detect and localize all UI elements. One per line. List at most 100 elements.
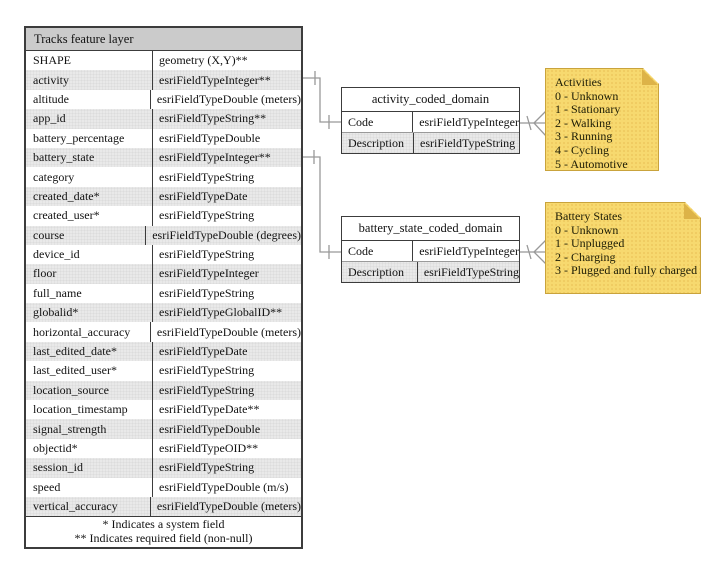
field-row: created_user* esriFieldTypeString bbox=[26, 206, 301, 226]
field-row: horizontal_accuracy esriFieldTypeDouble … bbox=[26, 322, 301, 342]
field-name-cell: altitude bbox=[33, 91, 69, 106]
note-item: 0 - Unknown bbox=[555, 222, 619, 237]
activities-note: Activities 0 - Unknown 1 - Stationary 2 … bbox=[545, 68, 659, 171]
field-name-cell: location_timestamp bbox=[33, 402, 128, 417]
note-item: 0 - Unknown bbox=[555, 88, 619, 103]
field-row: speed esriFieldTypeDouble (m/s) bbox=[26, 477, 301, 497]
note-item: 2 - Charging bbox=[555, 249, 616, 264]
domain-field-cell: Description bbox=[348, 264, 404, 279]
field-name-cell: battery_percentage bbox=[33, 130, 125, 145]
note-item: 3 - Running bbox=[555, 129, 613, 144]
domain-type-cell: esriFieldTypeString bbox=[413, 133, 519, 153]
field-type-cell: esriFieldTypeInteger bbox=[152, 264, 301, 284]
field-name-cell: vertical_accuracy bbox=[33, 499, 118, 514]
footnote: * Indicates a system field bbox=[102, 517, 225, 532]
domain-rows: Code esriFieldTypeInteger Description es… bbox=[342, 241, 519, 282]
battery-crowsfoot-icon bbox=[533, 239, 547, 265]
field-row: signal_strength esriFieldTypeDouble bbox=[26, 419, 301, 439]
field-row: course esriFieldTypeDouble (degrees) bbox=[26, 225, 301, 245]
field-row: objectid* esriFieldTypeOID** bbox=[26, 438, 301, 459]
field-row: altitude esriFieldTypeDouble (meters) bbox=[26, 89, 301, 110]
field-type-cell: esriFieldTypeString bbox=[152, 167, 301, 187]
field-name-cell: created_user* bbox=[33, 208, 100, 223]
battery-state-coded-domain-table: battery_state_coded_domain Code esriFiel… bbox=[341, 216, 520, 283]
field-name-cell: created_date* bbox=[33, 188, 100, 203]
field-type-cell: esriFieldTypeString bbox=[152, 244, 301, 265]
activity-coded-domain-table: activity_coded_domain Code esriFieldType… bbox=[341, 87, 520, 154]
domain-title: battery_state_coded_domain bbox=[342, 217, 519, 241]
domain-field-cell: Description bbox=[348, 135, 404, 150]
field-name-cell: location_source bbox=[33, 382, 109, 397]
note-title: Battery States bbox=[555, 209, 622, 223]
field-type-cell: esriFieldTypeDouble (meters) bbox=[149, 89, 301, 110]
tracks-feature-layer-table: Tracks feature layer SHAPE geometry (X,Y… bbox=[24, 26, 303, 550]
field-name-cell: course bbox=[33, 227, 65, 242]
field-name-cell: last_edited_date* bbox=[33, 344, 117, 359]
domain-type-cell: esriFieldTypeInteger bbox=[412, 112, 519, 132]
note-fold-icon bbox=[642, 69, 658, 85]
field-type-cell: esriFieldTypeDouble bbox=[152, 128, 301, 148]
field-type-cell: esriFieldTypeOID** bbox=[152, 438, 301, 459]
field-row: full_name esriFieldTypeString bbox=[26, 283, 301, 304]
field-type-cell: esriFieldTypeDouble (meters) bbox=[149, 322, 301, 342]
field-type-cell: esriFieldTypeInteger** bbox=[152, 70, 301, 90]
field-type-cell: esriFieldTypeGlobalID** bbox=[152, 303, 301, 323]
field-type-cell: esriFieldTypeDate bbox=[152, 186, 301, 207]
field-row: floor esriFieldTypeInteger bbox=[26, 264, 301, 284]
domain-row: Description esriFieldTypeString bbox=[342, 132, 519, 153]
note-item: 4 - Cycling bbox=[555, 142, 609, 157]
field-name-cell: session_id bbox=[33, 460, 84, 475]
note-items: 0 - Unknown 1 - Stationary 2 - Walking 3… bbox=[555, 90, 656, 172]
field-type-cell: esriFieldTypeString bbox=[152, 361, 301, 381]
field-type-cell: esriFieldTypeString bbox=[152, 206, 301, 226]
field-row: device_id esriFieldTypeString bbox=[26, 244, 301, 265]
field-row: SHAPE geometry (X,Y)** bbox=[26, 51, 301, 71]
field-type-cell: esriFieldTypeDouble (meters) bbox=[149, 496, 301, 517]
domain-field-cell: Code bbox=[348, 114, 374, 129]
field-name-cell: objectid* bbox=[33, 441, 78, 455]
tracks-table-title: Tracks feature layer bbox=[26, 28, 301, 51]
tracks-table-rows: SHAPE geometry (X,Y)** activity esriFiel… bbox=[26, 51, 301, 517]
field-name-cell: battery_state bbox=[33, 150, 95, 165]
field-name-cell: floor bbox=[33, 266, 57, 281]
note-items: 0 - Unknown 1 - Unplugged 2 - Charging 3… bbox=[555, 224, 698, 278]
field-row: activity esriFieldTypeInteger** bbox=[26, 70, 301, 90]
domain-type-cell: esriFieldTypeInteger bbox=[412, 241, 519, 261]
field-type-cell: esriFieldTypeString bbox=[152, 458, 301, 478]
activity-note-connector-tick bbox=[526, 115, 532, 131]
field-type-cell: esriFieldTypeString bbox=[152, 380, 301, 401]
field-name-cell: app_id bbox=[33, 111, 66, 126]
domain-rows: Code esriFieldTypeInteger Description es… bbox=[342, 112, 519, 153]
field-name-cell: device_id bbox=[33, 247, 80, 262]
field-row: battery_percentage esriFieldTypeDouble bbox=[26, 128, 301, 148]
field-type-cell: esriFieldTypeString bbox=[152, 283, 301, 304]
domain-title: activity_coded_domain bbox=[342, 88, 519, 112]
field-row: battery_state esriFieldTypeInteger** bbox=[26, 147, 301, 168]
note-fold-icon bbox=[684, 203, 700, 219]
field-name-cell: globalid* bbox=[33, 305, 79, 320]
domain-row: Description esriFieldTypeString bbox=[342, 261, 519, 282]
field-row: last_edited_user* esriFieldTypeString bbox=[26, 361, 301, 381]
field-type-cell: esriFieldTypeDouble (degrees) bbox=[145, 225, 301, 245]
field-name-cell: signal_strength bbox=[33, 421, 107, 436]
battery-states-note: Battery States 0 - Unknown 1 - Unplugged… bbox=[545, 202, 701, 294]
activity-crowsfoot-icon bbox=[533, 110, 547, 137]
field-type-cell: esriFieldTypeDate** bbox=[152, 400, 301, 420]
footnote: ** Indicates required field (non-null) bbox=[74, 530, 253, 545]
field-row: last_edited_date* esriFieldTypeDate bbox=[26, 341, 301, 362]
field-name-cell: category bbox=[33, 169, 75, 184]
activity-connector-ticks bbox=[314, 71, 330, 129]
note-item: 1 - Unplugged bbox=[555, 236, 625, 251]
field-type-cell: esriFieldTypeInteger** bbox=[152, 147, 301, 168]
field-type-cell: esriFieldTypeDouble (m/s) bbox=[152, 477, 301, 497]
tracks-table-footnotes: * Indicates a system field ** Indicates … bbox=[26, 516, 301, 548]
field-row: vertical_accuracy esriFieldTypeDouble (m… bbox=[26, 496, 301, 517]
field-name-cell: SHAPE bbox=[33, 53, 72, 68]
field-type-cell: esriFieldTypeString** bbox=[152, 109, 301, 129]
battery-note-connector-tick bbox=[526, 244, 532, 260]
field-name-cell: last_edited_user* bbox=[33, 363, 117, 378]
activity-connector-line bbox=[303, 77, 341, 123]
field-row: location_source esriFieldTypeString bbox=[26, 380, 301, 401]
domain-field-cell: Code bbox=[348, 243, 374, 258]
